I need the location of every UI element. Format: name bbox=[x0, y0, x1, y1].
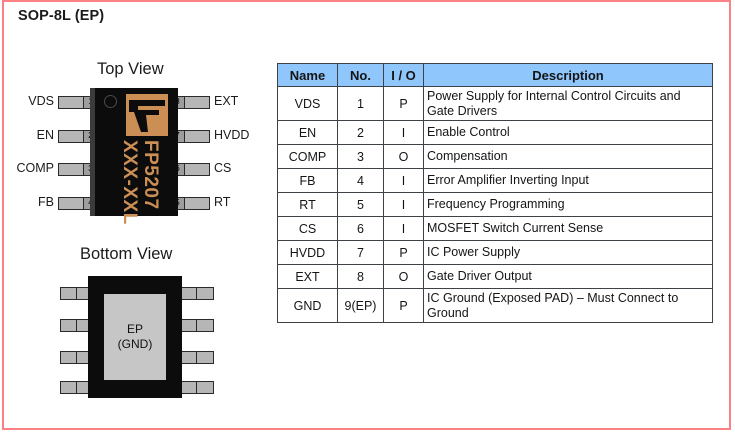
pin-one-marker-icon bbox=[104, 95, 117, 108]
table-row: CS 6 I MOSFET Switch Current Sense bbox=[277, 216, 713, 241]
cell-description: Error Amplifier Inverting Input bbox=[423, 168, 713, 193]
table-header-row: Name No. I / O Description bbox=[277, 63, 713, 87]
manufacturer-logo-icon bbox=[126, 94, 168, 136]
lead-seg bbox=[180, 319, 197, 332]
ic-body-top: FP5207 XXX-XXL bbox=[90, 88, 178, 225]
lead-bar bbox=[58, 130, 84, 143]
cell-io: P bbox=[383, 288, 424, 323]
lot-code-marking: XXX-XXL bbox=[119, 140, 140, 225]
cell-name: EN bbox=[277, 120, 338, 145]
cell-name: FB bbox=[277, 168, 338, 193]
cell-description: Power Supply for Internal Control Circui… bbox=[423, 86, 713, 121]
pin-label-ext: EXT bbox=[214, 94, 239, 108]
cell-name: COMP bbox=[277, 144, 338, 169]
cell-no: 3 bbox=[337, 144, 384, 169]
cell-name: CS bbox=[277, 216, 338, 241]
package-title: SOP-8L (EP) bbox=[18, 8, 105, 24]
table-row: FB 4 I Error Amplifier Inverting Input bbox=[277, 168, 713, 193]
lead-bar bbox=[184, 197, 210, 210]
cell-io: I bbox=[383, 216, 424, 241]
pin-label-fb: FB bbox=[38, 195, 54, 209]
cell-no: 2 bbox=[337, 120, 384, 145]
exposed-pad-label: EP bbox=[126, 322, 143, 336]
cell-description: MOSFET Switch Current Sense bbox=[423, 216, 713, 241]
column-header-description: Description bbox=[423, 63, 713, 87]
exposed-pad-sublabel: (GND) bbox=[117, 337, 153, 351]
cell-no: 9(EP) bbox=[337, 288, 384, 323]
pin-description-table: Name No. I / O Description VDS 1 P Power… bbox=[277, 63, 713, 323]
cell-io: I bbox=[383, 192, 424, 217]
pad-lead-right-4 bbox=[180, 381, 214, 394]
cell-description: IC Ground (Exposed PAD) – Must Connect t… bbox=[423, 288, 713, 323]
cell-description: Compensation bbox=[423, 144, 713, 169]
column-header-no: No. bbox=[337, 63, 384, 87]
pin-label-vds: VDS bbox=[28, 94, 54, 108]
lead-bar bbox=[184, 163, 210, 176]
column-header-name: Name bbox=[277, 63, 338, 87]
lead-bar bbox=[184, 96, 210, 109]
pin-label-rt: RT bbox=[214, 195, 231, 209]
lead-seg bbox=[60, 351, 77, 364]
lead-bar bbox=[58, 96, 84, 109]
lead-seg bbox=[60, 287, 77, 300]
cell-description: Enable Control bbox=[423, 120, 713, 145]
lead-seg bbox=[180, 287, 197, 300]
cell-description: Frequency Programming bbox=[423, 192, 713, 217]
top-view-caption: Top View bbox=[97, 60, 164, 78]
lead-bar bbox=[58, 197, 84, 210]
lead-seg bbox=[180, 351, 197, 364]
table-row: GND 9(EP) P IC Ground (Exposed PAD) – Mu… bbox=[277, 288, 713, 323]
cell-no: 7 bbox=[337, 240, 384, 265]
cell-name: HVDD bbox=[277, 240, 338, 265]
cell-no: 5 bbox=[337, 192, 384, 217]
table-row: EXT 8 O Gate Driver Output bbox=[277, 264, 713, 289]
part-number-marking: FP5207 bbox=[140, 140, 161, 210]
cell-name: RT bbox=[277, 192, 338, 217]
table-row: VDS 1 P Power Supply for Internal Contro… bbox=[277, 86, 713, 121]
cell-no: 6 bbox=[337, 216, 384, 241]
lead-seg bbox=[197, 381, 214, 394]
lead-seg bbox=[60, 319, 77, 332]
lead-bar bbox=[184, 130, 210, 143]
table-row: COMP 3 O Compensation bbox=[277, 144, 713, 169]
cell-io: I bbox=[383, 120, 424, 145]
cell-io: I bbox=[383, 168, 424, 193]
cell-name: VDS bbox=[277, 86, 338, 121]
lead-seg bbox=[197, 319, 214, 332]
cell-name: EXT bbox=[277, 264, 338, 289]
lead-seg bbox=[197, 287, 214, 300]
table-row: HVDD 7 P IC Power Supply bbox=[277, 240, 713, 265]
cell-description: IC Power Supply bbox=[423, 240, 713, 265]
pin-label-en: EN bbox=[36, 128, 54, 142]
pin-label-cs: CS bbox=[214, 161, 232, 175]
lead-seg bbox=[180, 381, 197, 394]
cell-io: O bbox=[383, 144, 424, 169]
figure-border bbox=[2, 0, 731, 430]
pad-lead-right-3 bbox=[180, 351, 214, 364]
lead-seg bbox=[197, 351, 214, 364]
lead-seg bbox=[60, 381, 77, 394]
pin-label-hvdd: HVDD bbox=[214, 128, 250, 142]
pad-lead-right-2 bbox=[180, 319, 214, 332]
exposed-pad: EP (GND) bbox=[104, 294, 166, 380]
cell-no: 8 bbox=[337, 264, 384, 289]
pin-description-table-wrapper: Name No. I / O Description VDS 1 P Power… bbox=[277, 63, 713, 323]
pad-lead-right-1 bbox=[180, 287, 214, 300]
pin-label-comp: COMP bbox=[16, 161, 55, 175]
table-row: RT 5 I Frequency Programming bbox=[277, 192, 713, 217]
lead-bar bbox=[58, 163, 84, 176]
cell-io: P bbox=[383, 240, 424, 265]
ic-body-bottom: EP (GND) bbox=[88, 276, 182, 398]
cell-no: 4 bbox=[337, 168, 384, 193]
cell-no: 1 bbox=[337, 86, 384, 121]
cell-io: P bbox=[383, 86, 424, 121]
column-header-io: I / O bbox=[383, 63, 424, 87]
cell-io: O bbox=[383, 264, 424, 289]
cell-name: GND bbox=[277, 288, 338, 323]
bottom-view-caption: Bottom View bbox=[80, 245, 173, 263]
table-row: EN 2 I Enable Control bbox=[277, 120, 713, 145]
cell-description: Gate Driver Output bbox=[423, 264, 713, 289]
